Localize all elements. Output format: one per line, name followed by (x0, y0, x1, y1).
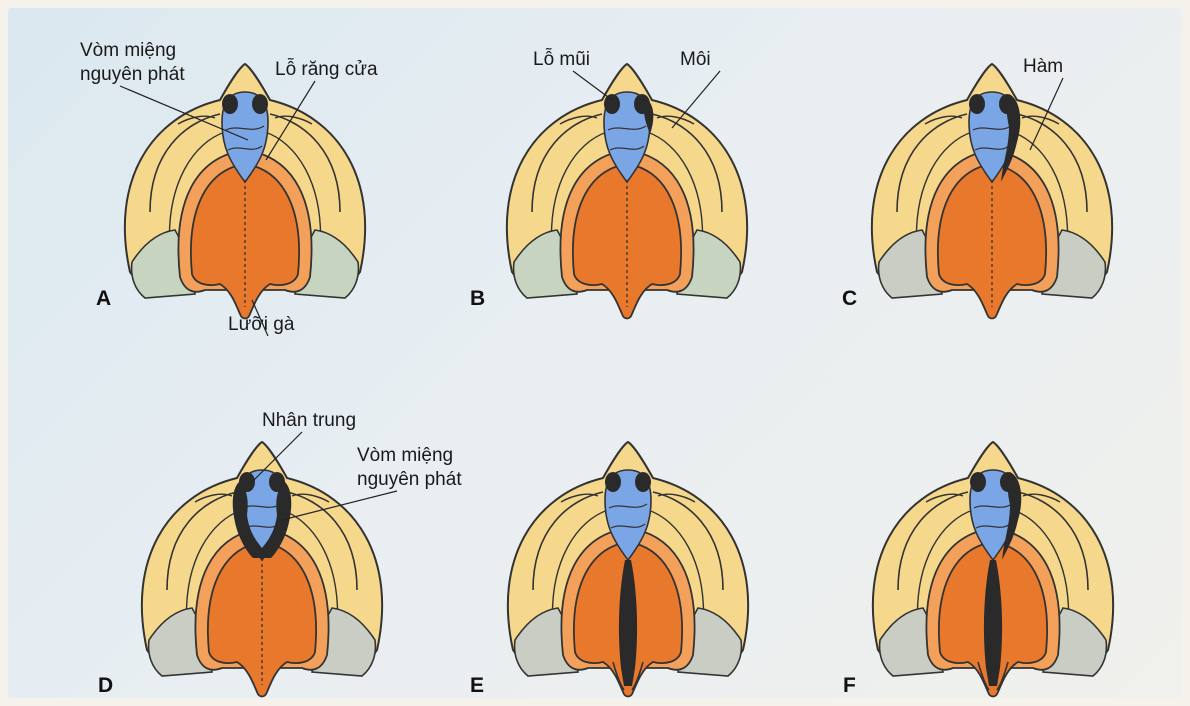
leader-line (1029, 77, 1064, 151)
split-uvula (977, 661, 1009, 691)
primary-palate-line (607, 125, 647, 151)
palate-cleft (983, 560, 1003, 686)
lip-arc (531, 113, 723, 213)
maxilla-arc (168, 131, 322, 253)
maxilla-arc (550, 131, 704, 253)
label-line: Lưỡi gà (228, 314, 295, 335)
palate-panel-e (506, 440, 750, 698)
label-b-0: Lỗ mũi (533, 48, 590, 70)
label-a-1: Lỗ răng cửa (275, 58, 378, 80)
maxilla-arc (916, 509, 1070, 631)
label-b-1: Môi (680, 49, 711, 70)
nasal-arc (560, 493, 696, 503)
primary-palate-line (608, 503, 648, 529)
label-d-0: Nhân trung (262, 410, 356, 431)
primary-palate-line (225, 125, 265, 151)
label-line: Hàm (1023, 56, 1063, 77)
lip-arc (149, 113, 341, 213)
lip-arc (897, 491, 1089, 591)
label-line: Môi (680, 49, 711, 70)
primary-palate-line (972, 125, 1012, 151)
leader-line (671, 70, 721, 129)
nostril-left (605, 472, 621, 492)
leader-line (119, 85, 249, 141)
lip-arc (166, 491, 358, 591)
maxilla-arc (915, 131, 1069, 253)
nostril-left (604, 94, 620, 114)
palate-panel-c (870, 62, 1114, 320)
nasal-arc (924, 115, 1060, 125)
palate-panel-f (871, 440, 1115, 698)
primary-palate (221, 91, 269, 184)
panel-letter-e: E (470, 674, 484, 697)
bilateral-cleft (232, 482, 292, 558)
palate-panel-b (505, 62, 749, 320)
label-line: Nhân trung (262, 410, 356, 431)
nostril-left (222, 94, 238, 114)
label-c-0: Hàm (1023, 56, 1063, 77)
label-a-2: Lưỡi gà (228, 314, 295, 335)
panel-letter-d: D (98, 674, 113, 697)
label-line: Lỗ mũi (533, 48, 590, 70)
leader-line (265, 80, 316, 161)
maxilla-arc (551, 509, 705, 631)
leader-line (281, 490, 398, 521)
palate-panel-a (123, 62, 367, 320)
leader-line (572, 70, 613, 101)
nasal-arc (194, 493, 330, 503)
panel-letter-f: F (843, 674, 856, 697)
label-line: Vòm miệng (357, 445, 453, 466)
panel-letter-c: C (842, 287, 857, 310)
lip-arc (896, 113, 1088, 213)
label-line: Vòm miệng (80, 40, 176, 61)
label-line: Lỗ răng cửa (275, 58, 378, 80)
label-a-0: Vòm miệng nguyên phát (80, 40, 185, 85)
leader-line (253, 431, 303, 481)
label-line: nguyên phát (80, 64, 185, 85)
label-d-1: Vòm miệng nguyên phát (357, 445, 462, 490)
primary-cleft (1002, 472, 1022, 560)
nostril-right (635, 472, 651, 492)
nostril-right (252, 94, 268, 114)
nostril-left (970, 472, 986, 492)
palate-panel-d (140, 440, 384, 698)
nasal-arc (559, 115, 695, 125)
primary-palate (604, 469, 652, 562)
palate-cleft (618, 560, 638, 686)
maxilla-arc (185, 509, 339, 631)
panel-letter-b: B (470, 287, 485, 310)
split-uvula (612, 661, 644, 691)
primary-cleft (1001, 94, 1021, 182)
lip-arc (532, 491, 724, 591)
label-line: nguyên phát (357, 469, 462, 490)
lip-cleft (643, 97, 654, 134)
primary-palate-line (973, 503, 1013, 529)
panel-letter-a: A (96, 287, 111, 310)
nostril-left (969, 94, 985, 114)
leader-line (251, 299, 269, 337)
nasal-arc (925, 493, 1061, 503)
